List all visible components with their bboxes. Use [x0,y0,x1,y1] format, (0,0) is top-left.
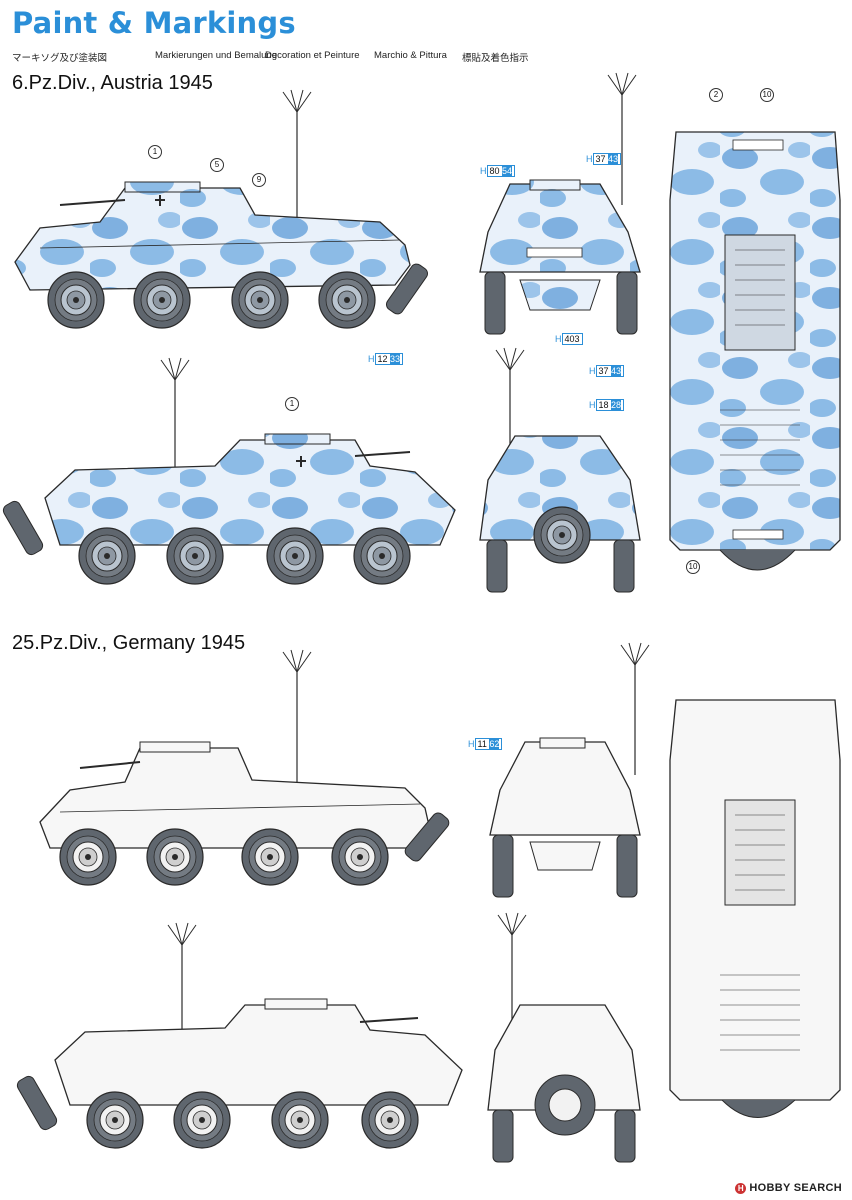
caption-german: Markierungen und Bemalung [155,50,277,61]
top-view-2 [669,699,841,1118]
top-view-1 [669,131,841,571]
marker-1: 1 [148,145,162,159]
front-view-1 [479,72,641,335]
marker-9: 9 [252,173,266,187]
page-title: Paint & Markings [12,6,296,40]
marker-1-second: 1 [285,397,299,411]
marker-2: 2 [709,88,723,102]
caption-italian: Marchio & Pittura [374,50,447,61]
section-title-25pzdiv: 25.Pz.Div., Germany 1945 [12,632,246,654]
side-view-3 [39,649,450,886]
section-title-6pzdiv: 6.Pz.Div., Austria 1945 [12,72,213,94]
caption-french: Decoration et Peinture [265,50,360,61]
caption-chinese: 標貼及着色指示 [462,53,529,64]
marker-10: 10 [760,88,774,102]
side-view-1 [14,89,429,329]
rear-view-2 [487,912,641,1163]
front-view-2 [489,642,650,898]
marker-10-second: 10 [686,560,700,574]
rear-view-1 [479,347,641,593]
language-captions: マーキソグ及び塗装図 Markierungen und Bemalung Dec… [0,50,852,64]
hobby-search-logo-icon: H [735,1182,747,1194]
marker-5: 5 [210,158,224,172]
caption-japanese: マーキソグ及び塗装図 [12,53,108,64]
side-view-2 [2,357,456,585]
side-view-4 [16,922,463,1149]
